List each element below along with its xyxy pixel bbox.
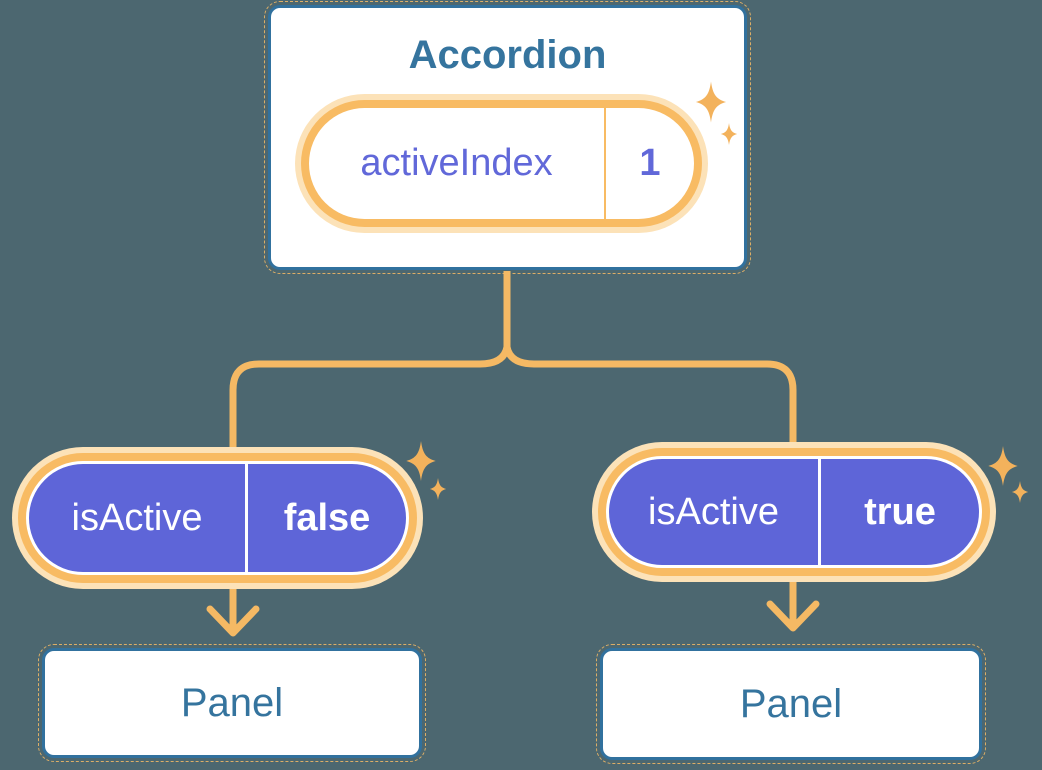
prop-value: false bbox=[245, 464, 406, 572]
prop-pill-right-body: isActive true bbox=[606, 456, 982, 568]
accordion-title: Accordion bbox=[408, 33, 607, 77]
prop-pill-left: isActive false bbox=[18, 453, 417, 583]
prop-pill-left-body: isActive false bbox=[26, 461, 409, 575]
prop-pill-right: isActive true bbox=[598, 448, 990, 576]
arrow-head-left-icon bbox=[206, 605, 260, 637]
state-value: 1 bbox=[604, 108, 694, 219]
arrow-head-right-icon bbox=[766, 600, 820, 632]
panel-title: Panel bbox=[739, 681, 843, 726]
state-pill-body: activeIndex 1 bbox=[309, 108, 694, 219]
panel-title: Panel bbox=[180, 680, 284, 725]
panel-box-right: Panel bbox=[596, 644, 986, 764]
connector-branch-right bbox=[503, 346, 797, 448]
state-name-label: activeIndex bbox=[360, 142, 553, 184]
prop-name-label: isActive bbox=[648, 490, 779, 533]
accordion-state-pill: activeIndex 1 bbox=[301, 100, 702, 227]
panel-box-left: Panel bbox=[38, 644, 426, 762]
connector-branch-left bbox=[229, 346, 511, 453]
prop-value: true bbox=[818, 459, 979, 565]
prop-name-label: isActive bbox=[71, 496, 203, 539]
